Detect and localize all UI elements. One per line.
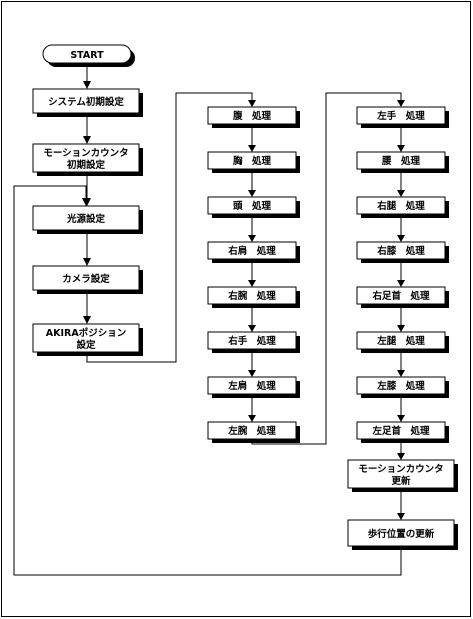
c2-label-2: 胸 処理 [233, 155, 272, 167]
c2-label-7: 左肩 処理 [227, 380, 276, 392]
motion-counter-init-label-1: モーションカウンタ [43, 147, 128, 159]
c3-label-2: 腰 処理 [381, 155, 421, 167]
c3-label-1: 左手 処理 [376, 110, 425, 122]
connector-col2-to-col3 [251, 92, 405, 445]
motion-counter-update-label-2: 更新 [391, 475, 411, 487]
motion-counter-init-box: モーションカウンタ 初期設定 [32, 143, 143, 176]
system-init-box: システム初期設定 [32, 88, 143, 117]
column1-connectors [83, 63, 91, 324]
start-terminator: START [42, 44, 135, 67]
column2-boxes: 腹 処理 胸 処理 頭 処理 右肩 処理 右腕 処理 右手 処理 [207, 106, 300, 443]
c2-label-8: 左腕 処理 [227, 425, 276, 437]
system-init-label: システム初期設定 [48, 96, 124, 108]
c2-box-7: 左肩 処理 [207, 376, 300, 398]
c2-box-3: 頭 処理 [207, 196, 300, 218]
c3-box-1: 左手 処理 [356, 106, 449, 128]
c3-box-6: 左腿 処理 [356, 331, 449, 353]
c2-label-3: 頭 処理 [233, 200, 272, 212]
c2-box-4: 右肩 処理 [207, 241, 300, 263]
motion-counter-init-label-2: 初期設定 [67, 159, 106, 171]
c3-box-3: 右腿 処理 [356, 196, 449, 218]
c2-box-1: 腹 処理 [207, 106, 300, 128]
walk-position-update-box: 歩行位置の更新 [347, 519, 458, 550]
c2-label-5: 右腕 処理 [227, 290, 276, 302]
c3-label-6: 左腿 処理 [376, 335, 425, 347]
start-label: START [70, 50, 104, 61]
light-setting-label: 光源設定 [66, 213, 106, 225]
camera-setting-label: カメラ設定 [62, 273, 110, 285]
c3-box-5: 右足首 処理 [356, 286, 449, 308]
akira-position-label-1: AKIRAポジション [46, 327, 126, 339]
walk-position-update-label: 歩行位置の更新 [368, 528, 435, 540]
c2-label-4: 右肩 処理 [227, 245, 276, 257]
motion-counter-update-label-1: モーションカウンタ [358, 463, 443, 475]
connector-col1-to-col2 [86, 92, 256, 363]
c3-box-2: 腰 処理 [356, 151, 449, 173]
column2-connectors [248, 124, 256, 422]
column3-connectors [397, 124, 405, 520]
c3-box-4: 右膝 処理 [356, 241, 449, 263]
motion-counter-update-box: モーションカウンタ 更新 [347, 459, 458, 492]
camera-setting-box: カメラ設定 [32, 265, 143, 294]
c2-box-6: 右手 処理 [207, 331, 300, 353]
c3-box-7: 左膝 処理 [356, 376, 449, 398]
light-setting-box: 光源設定 [32, 205, 143, 234]
c3-label-7: 左膝 処理 [376, 380, 425, 392]
c2-box-5: 右腕 処理 [207, 286, 300, 308]
akira-position-label-2: 設定 [76, 339, 96, 351]
akira-position-box: AKIRAポジション 設定 [32, 323, 143, 356]
c2-box-2: 胸 処理 [207, 151, 300, 173]
c2-label-1: 腹 処理 [232, 110, 272, 122]
c3-label-8: 左足首 処理 [371, 425, 430, 437]
c3-label-4: 右膝 処理 [376, 245, 425, 257]
connector-loop-back [13, 185, 402, 576]
c3-label-3: 右腿 処理 [376, 200, 425, 212]
c3-box-8: 左足首 処理 [356, 421, 449, 443]
column3-boxes: 左手 処理 腰 処理 右腿 処理 右膝 処理 右足首 処理 左腿 処理 [347, 106, 458, 550]
c3-label-5: 右足首 処理 [371, 290, 430, 302]
c2-box-8: 左腕 処理 [207, 421, 300, 443]
c2-label-6: 右手 処理 [227, 335, 276, 347]
